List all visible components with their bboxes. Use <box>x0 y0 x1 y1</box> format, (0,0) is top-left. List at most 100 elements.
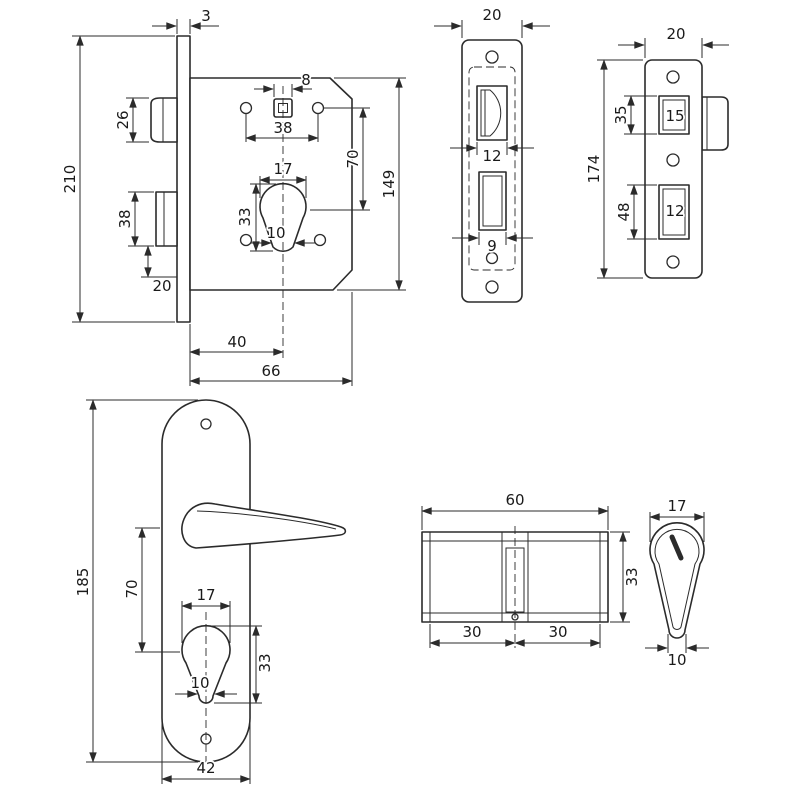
screw-hole <box>666 153 680 167</box>
dim-text: 10 <box>190 674 209 692</box>
dim-profile-neck: 10 <box>645 634 709 671</box>
case-outline-hidden <box>468 66 516 271</box>
dim-latch-cutout-width: 15 <box>665 107 684 125</box>
dim-handle-to-cylinder: 70 <box>121 527 180 653</box>
fixing-hole <box>239 233 253 247</box>
latch-cutout <box>476 85 508 141</box>
dim-text: 20 <box>152 277 171 295</box>
strike-plate-outline <box>644 59 703 279</box>
dim-faceplate-width: 20 <box>434 4 550 38</box>
dim-text: 174 <box>585 155 603 184</box>
dim-cylinder-height: 33 <box>210 625 276 704</box>
dim-text: 17 <box>667 497 686 515</box>
dim-text: 185 <box>74 568 92 597</box>
dim-text: 33 <box>256 653 274 672</box>
handle-plate-outline <box>161 399 251 763</box>
dim-text: 33 <box>236 207 254 226</box>
cylinder-profile <box>649 522 705 639</box>
faceplate-view: 20 12 9 <box>434 4 550 303</box>
dim-text: 60 <box>505 491 524 509</box>
screw-hole <box>666 255 680 269</box>
dim-cylinder-width: 17 <box>259 158 307 198</box>
dim-text: 40 <box>227 333 246 351</box>
dim-bolt-cutout-width: 9 <box>452 232 533 257</box>
dim-text: 42 <box>196 759 215 777</box>
dim-plate-height: 185 <box>72 399 198 763</box>
keyway-slot <box>669 534 684 561</box>
dim-bolt-cutout-height: 48 <box>613 184 657 240</box>
fixing-hole <box>311 101 325 115</box>
screw-hole <box>666 70 680 84</box>
screw-hole <box>485 280 499 294</box>
dim-text: 30 <box>548 623 567 641</box>
dim-text: 48 <box>615 202 633 221</box>
dim-latch-cutout-width: 12 <box>450 142 534 167</box>
strike-lip <box>701 96 729 151</box>
dim-spindle-to-cylinder: 70 <box>310 107 370 211</box>
dim-text: 35 <box>612 105 630 124</box>
dim-text: 3 <box>201 7 211 25</box>
dim-text: 10 <box>266 224 285 242</box>
dim-text: 33 <box>623 567 641 586</box>
dim-faceplate-thickness: 3 <box>152 5 219 34</box>
latch-face <box>480 89 502 137</box>
dim-cylinder-body-height: 33 <box>610 531 643 623</box>
dim-text: 70 <box>344 149 362 168</box>
bolt-strike-cutout <box>658 184 690 240</box>
dim-text: 12 <box>482 147 501 165</box>
dim-text: 66 <box>261 362 280 380</box>
dim-bolt-height: 38 <box>114 191 154 247</box>
dim-backset: 40 <box>189 324 284 386</box>
dim-profile-width: 17 <box>649 495 705 542</box>
dim-plate-width: 42 <box>161 722 251 784</box>
latch-strike-cutout <box>658 95 690 135</box>
dim-text: 38 <box>273 119 292 137</box>
dim-text: 149 <box>380 170 398 199</box>
cylinder-cutout <box>259 182 307 252</box>
screw-hole <box>485 50 499 64</box>
dim-bolt-cutout-width: 12 <box>665 202 684 220</box>
faceplate-edge <box>176 35 191 323</box>
dim-strike-width: 20 <box>618 23 729 58</box>
dim-half-lengths: 30 30 <box>429 621 601 648</box>
dim-case-depth: 66 <box>189 292 353 386</box>
dim-cylinder-width: 17 <box>181 584 231 643</box>
dim-text: 20 <box>666 25 685 43</box>
dim-cylinder-length: 60 <box>421 489 609 530</box>
dim-spindle-square: 8 <box>254 69 313 97</box>
screw-hole <box>200 418 212 430</box>
dim-text: 20 <box>482 6 501 24</box>
dim-hole-spacing: 38 <box>245 114 319 142</box>
dim-cylinder-height: 33 <box>234 183 276 252</box>
fixing-hole <box>239 101 253 115</box>
latch-bolt <box>150 97 178 143</box>
dim-text: 70 <box>123 579 141 598</box>
dim-cylinder-neck: 10 <box>250 222 315 247</box>
dim-cylinder-neck: 10 <box>175 672 237 698</box>
dim-text: 17 <box>273 160 292 178</box>
dim-text: 210 <box>61 165 79 194</box>
screw-hole <box>485 251 499 265</box>
dead-bolt <box>155 191 178 247</box>
handle-plate-view: 185 70 17 33 10 42 <box>72 399 347 784</box>
lever-handle <box>181 502 347 549</box>
dim-text: 26 <box>114 110 132 129</box>
dim-text: 38 <box>116 209 134 228</box>
dim-latch-cutout-height: 35 <box>610 95 657 135</box>
dim-text: 9 <box>487 237 497 255</box>
dim-case-height: 149 <box>334 77 406 291</box>
dim-text: 17 <box>196 586 215 604</box>
cylinder-end-view: 17 10 <box>645 495 709 671</box>
dim-overall-height: 210 <box>59 35 175 323</box>
dim-text: 30 <box>462 623 481 641</box>
lock-case-view: 3 210 26 38 20 <box>59 5 406 386</box>
strike-plate-view: 20 174 35 15 48 12 <box>583 23 729 279</box>
bolt-face <box>482 175 503 227</box>
dim-bolt-bottom-offset: 20 <box>141 245 177 297</box>
dim-text: 10 <box>667 651 686 669</box>
dim-strike-height: 174 <box>583 59 643 279</box>
dim-text: 8 <box>301 71 311 89</box>
fixing-hole <box>313 233 327 247</box>
